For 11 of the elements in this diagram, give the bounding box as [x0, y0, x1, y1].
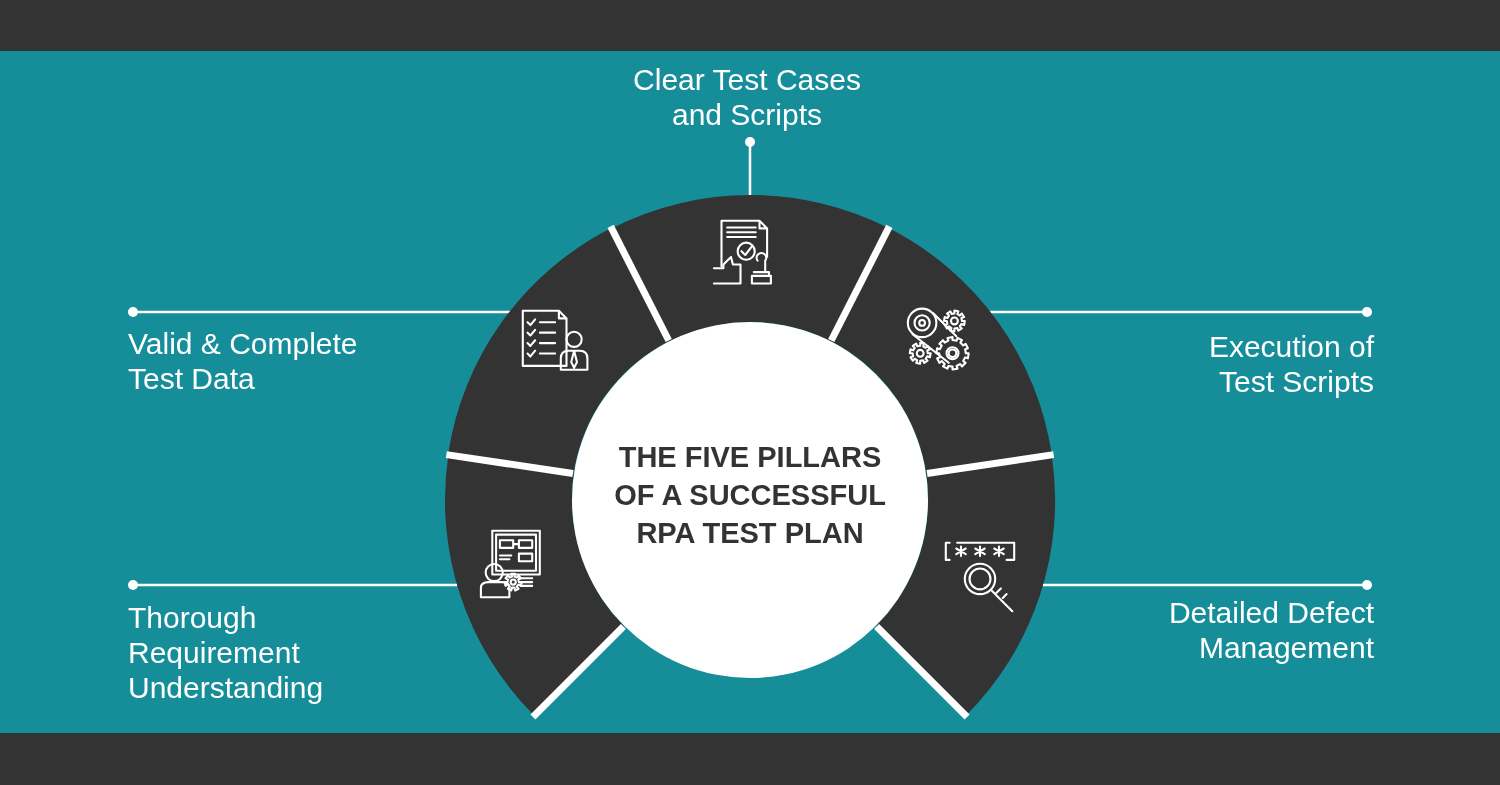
pillar-label: Detailed Defect Management: [1094, 595, 1374, 665]
leader-line: [990, 307, 1372, 317]
pillar-label: Clear Test Cases and Scripts: [616, 62, 878, 132]
leader-line: [745, 137, 755, 195]
center-title: THE FIVE PILLARS OF A SUCCESSFUL RPA TEST PLAN: [613, 440, 887, 551]
pillar-label: Thorough Requirement Understanding: [128, 600, 368, 705]
pillar-label: Valid & Complete Test Data: [128, 326, 418, 396]
leader-line: [1042, 580, 1372, 590]
pillar-label: Execution of Test Scripts: [1162, 329, 1374, 399]
leader-line: [128, 307, 510, 317]
leader-line: [128, 580, 458, 590]
